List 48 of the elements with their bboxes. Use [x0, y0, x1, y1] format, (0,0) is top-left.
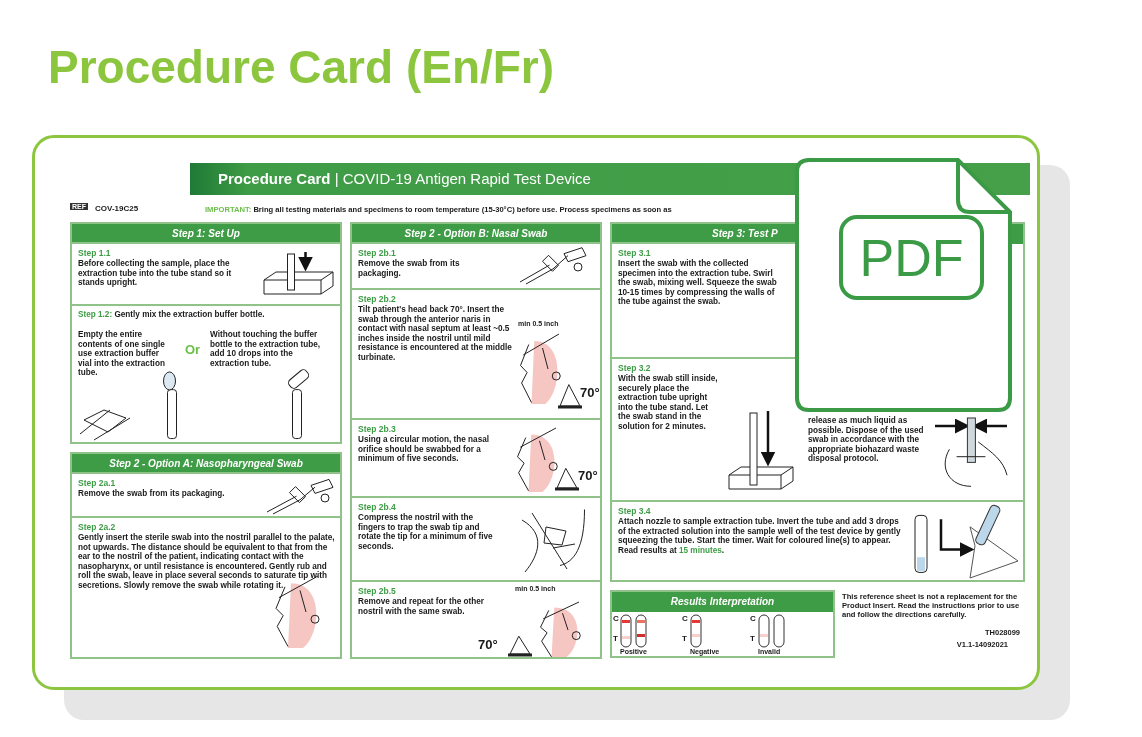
control-line-letter: C — [750, 614, 756, 623]
step-instruction: release as much liquid as possible. Dispose of the used swab in accordance with the appropriate biohazard waste disposal protocol. — [808, 416, 925, 464]
step-heading: Step 3.1 — [618, 248, 651, 258]
step-instruction: Using a circular motion, the nasal orifice should be swabbed for a minimum of five seconds. — [358, 435, 491, 464]
step-heading: Step 2b.2 — [358, 294, 396, 304]
control-line-letter: C — [613, 614, 619, 623]
step-heading: Step 1.1 — [78, 248, 111, 258]
section-title: Step 2 - Option A: Nasopharyngeal Swab — [72, 454, 340, 474]
step-instruction: Attach nozzle to sample extraction tube. Invert the tube and add 3 drops of the extracted solution into the sample well of the test device by gently squeezing the tube. Start the timer. Wait for coloured line(s) to appear. Read results at 15 minutes. — [618, 517, 902, 556]
step-instruction: Remove and repeat for the other nostril with the same swab. — [358, 597, 486, 617]
catalogue-number: COV-19C25 — [95, 204, 139, 213]
step-instruction: Before collecting the sample, place the extraction tube into the tube stand so it stands upright. — [78, 259, 233, 288]
page-title: Procedure Card (En/Fr) — [48, 40, 555, 94]
step-instruction: Insert the swab with the collected specimen into the extraction tube. Swirl the swab, mixing well. Squeeze the swab 10-15 times by compressing the walls of the tube against the swab. — [618, 259, 778, 307]
section-title: Step 1: Set Up — [72, 224, 340, 244]
step-panel — [610, 590, 835, 658]
step-instruction: Tilt patient's head back 70°. Insert the swab through the anterior naris in contact with nasal septum at least ~0.5 inches inside the nostril until mild resistance is encountered at the middle turbinate. — [358, 305, 513, 363]
procedure-card — [32, 135, 1040, 690]
step-panel — [350, 222, 602, 659]
step-instruction: With the swab still inside, securely place the extraction tube upright into the tube stand. Let the swab stand in the solution for 2 minutes. — [618, 374, 718, 432]
angle-label: 70° — [478, 637, 498, 652]
step-heading: Step 2b.4 — [358, 502, 396, 512]
step-instruction: Gently insert the sterile swab into the nostril parallel to the palate, not upwards. The distance should be equivalent to that from the ear to the nostril of the patient, indicating contact with the nasopharynx, or until resistance is encountered. Gently rub and roll the swab, leave in place several seconds to saturate tip with secretions. Slowly remove the swab while rotating it. — [78, 533, 336, 591]
step-instruction: Compress the nostril with the fingers to trap the swab tip and rotate the tip for a minimum of five seconds. — [358, 513, 494, 552]
angle-label: 70° — [580, 385, 600, 400]
test-line-letter: T — [613, 634, 618, 643]
file-type-label: PDF — [839, 215, 984, 300]
step-heading: Step 2a.1 — [78, 478, 116, 488]
section-title: Results Interpretation — [612, 592, 833, 612]
step-heading: Step 2b.3 — [358, 424, 396, 434]
test-line-letter: T — [682, 634, 687, 643]
step-heading: Step 2a.2 — [78, 522, 116, 532]
angle-label: 70° — [578, 468, 598, 483]
step-instruction: Remove the swab from its packaging. — [358, 259, 461, 279]
section-title: Step 2 - Option B: Nasal Swab — [352, 224, 600, 244]
step-heading: Step 3.4 — [618, 506, 651, 516]
step-panel — [70, 452, 342, 659]
step-panel — [70, 222, 342, 444]
step-heading: Step 3.2 — [618, 363, 651, 373]
test-line-letter: T — [750, 634, 755, 643]
step-heading: Step 2b.5 — [358, 586, 396, 596]
step-instruction: Step 1.2: Gently mix the extraction buffer bottle. — [78, 310, 266, 320]
step-instruction: Without touching the buffer bottle to the extraction tube, add 10 drops into the extraction tube. — [210, 330, 322, 369]
step-instruction: Empty the entire contents of one single use extraction buffer vial into the extraction tube. — [78, 330, 166, 378]
step-instruction: Remove the swab from its packaging. — [78, 489, 226, 499]
or-separator: Or — [185, 342, 202, 358]
step-heading: Step 2b.1 — [358, 248, 396, 258]
control-line-letter: C — [682, 614, 688, 623]
